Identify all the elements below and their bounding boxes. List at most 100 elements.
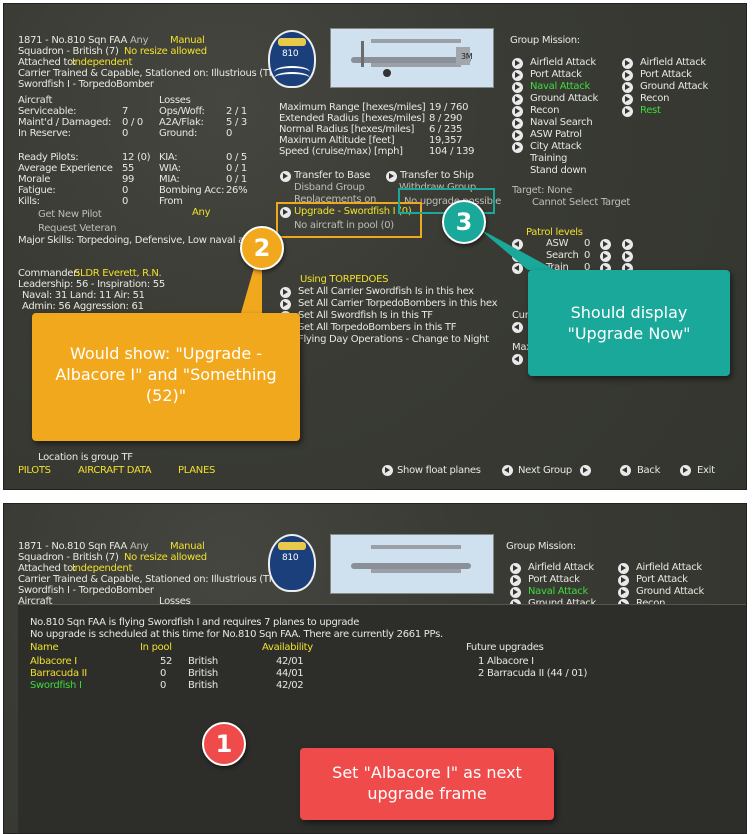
show-float-label[interactable]: Show float planes [397, 465, 481, 476]
mission-select-button[interactable] [622, 82, 633, 93]
back-button[interactable] [620, 465, 631, 476]
pilot-loss-label: From [159, 196, 183, 207]
mission-select-button[interactable] [512, 142, 523, 153]
pilot-loss-value[interactable]: Any [192, 207, 211, 218]
patrol-inc-button[interactable] [600, 239, 611, 250]
mission-select-button[interactable] [512, 118, 523, 129]
mission-option[interactable]: Naval Attack [528, 586, 588, 597]
mission-option[interactable]: Port Attack [530, 69, 582, 80]
get-new-pilot-button[interactable]: Get New Pilot [38, 209, 102, 220]
request-veteran-button[interactable]: Request Veteran [38, 223, 117, 234]
mission-select-button[interactable] [622, 106, 633, 117]
transfer-base-label[interactable]: Transfer to Base [294, 170, 371, 181]
mission-option[interactable]: City Attack [530, 141, 582, 152]
mission-option[interactable]: Airfield Attack [528, 562, 594, 573]
mission-option[interactable]: Stand down [530, 165, 587, 176]
exit-label[interactable]: Exit [697, 465, 715, 476]
mission-select-button[interactable] [618, 575, 629, 586]
mission-select-button[interactable] [512, 106, 523, 117]
mission-option[interactable]: Training [530, 153, 568, 164]
upgrade-label[interactable]: Upgrade - Swordfish I (0) [294, 206, 412, 217]
mission-select-button[interactable] [622, 94, 633, 105]
planes-link[interactable]: PLANES [178, 465, 216, 476]
mission-option[interactable]: Rest [640, 105, 661, 116]
patrol-inc-button[interactable] [600, 251, 611, 262]
stat-value: 7 [122, 106, 129, 117]
mission-option[interactable]: Ground Attack [530, 93, 598, 104]
patrol-value: 0 [584, 262, 591, 273]
mission-select-button[interactable] [510, 563, 521, 574]
pilots-link[interactable]: PILOTS [18, 465, 51, 476]
group-id-2: 1871 - No.810 Sqn FAA [18, 541, 127, 552]
commander-name[interactable]: SLDR Everett, R.N. [74, 268, 162, 279]
mission-option[interactable]: Airfield Attack [530, 57, 596, 68]
mission-option[interactable]: Airfield Attack [640, 57, 706, 68]
mission-option[interactable]: Airfield Attack [636, 562, 702, 573]
upgrade-info-1: No.810 Sqn FAA is flying Swordfish I and… [30, 617, 360, 628]
aircraft-picture-icon: 3M [330, 28, 494, 88]
manual-toggle[interactable]: Manual [170, 35, 205, 46]
torpedo-setting-label[interactable]: Flying Day Operations - Change to Night [298, 334, 489, 345]
upgrade-pool: 52 [160, 656, 173, 667]
torpedo-setting-label[interactable]: Set All Carrier TorpedoBombers in this h… [298, 298, 498, 309]
aircraft-data-link[interactable]: AIRCRAFT DATA [78, 465, 152, 476]
upgrade-aircraft-name[interactable]: Swordfish I [30, 680, 82, 691]
withdraw-button[interactable]: Withdraw Group [399, 182, 476, 193]
mission-select-button[interactable] [618, 587, 629, 598]
mission-option[interactable]: Ground Attack [636, 586, 704, 597]
patrol-max-button[interactable] [622, 239, 633, 250]
mission-option[interactable]: Ground Attack [640, 81, 708, 92]
attached-value-2[interactable]: Independent [72, 563, 133, 574]
mission-select-button[interactable] [510, 587, 521, 598]
torpedo-setting-button[interactable] [280, 287, 291, 298]
transfer-ship-button[interactable] [386, 171, 397, 182]
replacements-toggle[interactable]: Replacements on [294, 194, 377, 205]
next-group-button[interactable] [580, 465, 591, 476]
torpedo-setting-label[interactable]: Set All Carrier Swordfish Is in this hex [298, 286, 474, 297]
transfer-base-button[interactable] [280, 171, 291, 182]
disband-button[interactable]: Disband Group [294, 182, 365, 193]
mission-option[interactable]: Recon [530, 105, 560, 116]
mission-select-button[interactable] [622, 70, 633, 81]
torpedo-setting-button[interactable] [280, 299, 291, 310]
patrol-inc-button[interactable] [600, 263, 611, 274]
transfer-ship-label[interactable]: Transfer to Ship [400, 170, 474, 181]
torpedo-setting-label[interactable]: Set All Swordfish Is in this TF [298, 310, 433, 321]
patrol-max-button[interactable] [622, 263, 633, 274]
mission-select-button[interactable] [512, 70, 523, 81]
torpedo-setting-label[interactable]: Set All TorpedoBombers in this TF [298, 322, 457, 333]
mission-select-button[interactable] [512, 94, 523, 105]
patrol-label: Search [546, 250, 579, 261]
exit-button[interactable] [680, 465, 691, 476]
mission-select-button[interactable] [622, 58, 633, 69]
mission-option[interactable]: Port Attack [636, 574, 688, 585]
mission-option[interactable]: Ground Attack [528, 598, 596, 610]
cur-dec-button[interactable] [512, 322, 523, 333]
attached-value[interactable]: Independent [72, 57, 133, 68]
show-float-button[interactable] [382, 465, 393, 476]
patrol-dec-button[interactable] [512, 263, 523, 274]
manual-toggle-2[interactable]: Manual [170, 541, 205, 552]
upgrade-button[interactable] [280, 207, 291, 218]
upgrade-nation: British [188, 668, 218, 679]
mission-option[interactable]: Naval Search [530, 117, 593, 128]
mission-select-button[interactable] [512, 130, 523, 141]
mission-option[interactable]: Naval Attack [530, 81, 590, 92]
mission-option[interactable]: Port Attack [528, 574, 580, 585]
mission-select-button[interactable] [512, 58, 523, 69]
max-dec-button[interactable] [512, 354, 523, 365]
mission-option[interactable]: ASW Patrol [530, 129, 582, 140]
upgrade-aircraft-name[interactable]: Albacore I [30, 656, 77, 667]
patrol-max-button[interactable] [622, 251, 633, 262]
mission-option[interactable]: Recon [636, 598, 665, 610]
back-label[interactable]: Back [637, 465, 661, 476]
next-group-label[interactable]: Next Group [518, 465, 572, 476]
mission-option[interactable]: Port Attack [640, 69, 692, 80]
mission-option[interactable]: Recon [640, 93, 670, 104]
mission-select-button[interactable] [510, 575, 521, 586]
upgrade-aircraft-name[interactable]: Barracuda II [30, 668, 87, 679]
mission-select-button[interactable] [618, 563, 629, 574]
prev-group-button[interactable] [502, 465, 513, 476]
mission-select-button[interactable] [512, 82, 523, 93]
patrol-dec-button[interactable] [512, 239, 523, 250]
